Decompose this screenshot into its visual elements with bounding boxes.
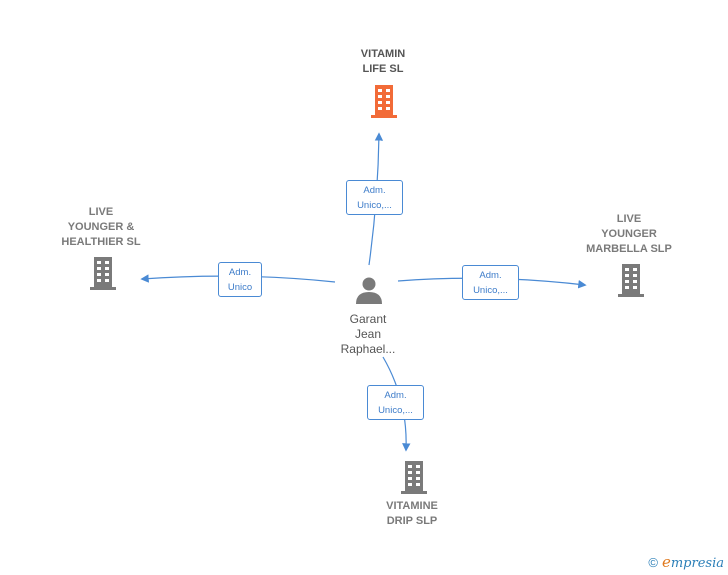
building-icon[interactable] — [367, 83, 401, 119]
person-name-line: Garant — [349, 312, 387, 326]
edge-label-live-younger-healthier[interactable]: Adm. Unico — [218, 262, 262, 297]
node-label-line: MARBELLA SLP — [586, 243, 672, 255]
edge-label-line: Adm. — [384, 390, 407, 401]
copyright-icon: © — [648, 554, 658, 570]
node-label-live-younger-marbella[interactable]: LIVE YOUNGER MARBELLA SLP — [574, 212, 684, 257]
edge-label-line: Unico,... — [473, 285, 508, 296]
building-icon[interactable] — [397, 459, 431, 495]
node-label-line: YOUNGER — [601, 228, 657, 240]
footer-watermark: © empresia — [648, 553, 724, 571]
edge-label-line: Adm. — [363, 185, 386, 196]
node-label-line: LIFE SL — [362, 63, 404, 75]
node-label-line: VITAMIN — [360, 48, 406, 60]
node-label-line: LIVE — [616, 213, 642, 225]
empresia-logo[interactable]: empresia — [661, 553, 724, 571]
node-label-vitamine-drip[interactable]: VITAMINE DRIP SLP — [362, 499, 462, 529]
node-label-live-younger-healthier[interactable]: LIVE YOUNGER & HEALTHIER SL — [46, 205, 156, 250]
building-icon[interactable] — [86, 255, 120, 291]
person-name-line: Jean — [354, 327, 382, 341]
node-label-line: DRIP SLP — [386, 515, 438, 527]
node-label-line: VITAMINE — [386, 500, 438, 512]
edge-label-line: Adm. — [228, 267, 252, 278]
edge-label-vitamin-life[interactable]: Adm. Unico,... — [346, 180, 403, 215]
person-name-line: Raphael... — [340, 342, 396, 356]
edge-label-line: Unico — [227, 282, 253, 293]
edge-label-line: Unico,... — [378, 405, 413, 416]
person-name[interactable]: Garant Jean Raphael... — [318, 312, 418, 357]
node-label-line: LIVE — [88, 206, 114, 218]
person-icon[interactable] — [354, 275, 384, 305]
node-label-vitamin-life[interactable]: VITAMIN LIFE SL — [333, 47, 433, 77]
node-label-line: YOUNGER & — [67, 221, 135, 233]
building-icon[interactable] — [614, 262, 648, 298]
edge-label-line: Unico,... — [357, 200, 392, 211]
node-label-line: HEALTHIER SL — [61, 236, 141, 248]
edge-label-live-younger-marbella[interactable]: Adm. Unico,... — [462, 265, 519, 300]
edge-label-vitamine-drip[interactable]: Adm. Unico,... — [367, 385, 424, 420]
edge-label-line: Adm. — [479, 270, 502, 281]
